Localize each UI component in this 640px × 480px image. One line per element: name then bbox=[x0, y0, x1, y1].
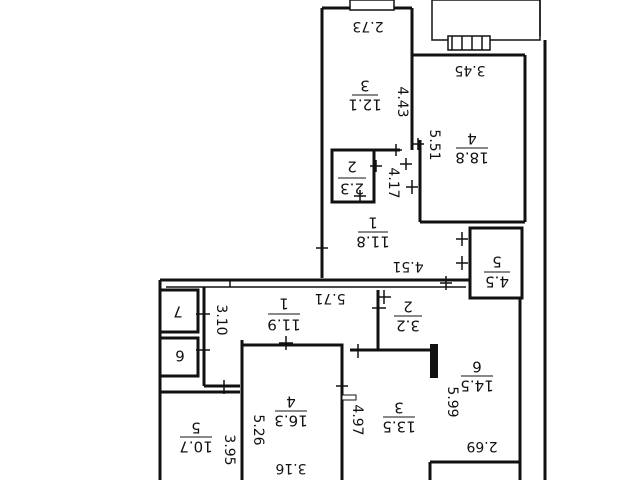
dimension-label: 3.16 bbox=[275, 460, 306, 476]
room-area: 12.1 bbox=[348, 96, 381, 114]
dimension-label: 5.26 bbox=[250, 414, 266, 445]
room-area: 14.5 bbox=[460, 377, 493, 395]
room-area: 2.3 bbox=[340, 180, 364, 198]
room-area: 13.5 bbox=[382, 418, 415, 436]
room-area: 11.9 bbox=[267, 316, 300, 334]
dimension-label: 3.10 bbox=[213, 304, 229, 335]
dimension-label: 5.99 bbox=[444, 386, 460, 417]
room-label-r4-top: 18.8 4 bbox=[455, 130, 488, 167]
room-area: 10.7 bbox=[179, 438, 212, 456]
room-label-r3-top: 12.1 3 bbox=[348, 77, 381, 114]
door-markers bbox=[196, 138, 468, 401]
room-label-r5-bot: 10.7 5 bbox=[179, 419, 212, 456]
room-label-r6-big: 14.5 6 bbox=[460, 358, 493, 395]
room-number: 2 bbox=[403, 298, 413, 316]
room-area: 4.5 bbox=[485, 273, 509, 291]
room-area: 18.8 bbox=[455, 149, 488, 167]
dimension-label: 4.43 bbox=[394, 86, 410, 117]
dimension-label: 5.51 bbox=[426, 129, 442, 160]
room-label-r6: 6 bbox=[175, 347, 185, 365]
room-number: 1 bbox=[279, 295, 289, 313]
room-number: 5 bbox=[191, 419, 201, 437]
room-label-r1-top: 11.8 1 bbox=[356, 214, 389, 251]
room-number: 6 bbox=[472, 358, 482, 376]
room-number: 3 bbox=[394, 399, 404, 417]
room-labels: 12.1 3 18.8 4 2.3 2 11.8 1 4.5 5 bbox=[173, 77, 510, 456]
room-number: 1 bbox=[368, 214, 378, 232]
room-label-r2-small: 2.3 2 bbox=[338, 158, 366, 198]
room-label-r1-mid: 11.9 1 bbox=[267, 295, 300, 334]
dimension-label: 5.71 bbox=[314, 290, 345, 306]
dimension-label: 3.45 bbox=[454, 62, 485, 78]
room-area: 16.3 bbox=[274, 412, 307, 430]
room-label-r4-bot: 16.3 4 bbox=[274, 393, 307, 430]
room-area: 3.2 bbox=[396, 317, 420, 335]
room-number: 5 bbox=[492, 253, 502, 271]
room-label-r5-right: 4.5 5 bbox=[484, 253, 510, 291]
dimension-label: 2.73 bbox=[352, 18, 383, 34]
room-number: 7 bbox=[173, 303, 183, 321]
room-number: 6 bbox=[175, 347, 185, 365]
room-number: 2 bbox=[347, 158, 357, 176]
dimension-label: 4.51 bbox=[392, 258, 423, 274]
walls bbox=[158, 0, 547, 480]
room-label-r7: 7 bbox=[173, 303, 183, 321]
dimension-label: 4.97 bbox=[349, 404, 365, 435]
room-number: 4 bbox=[467, 130, 477, 148]
room-label-r2-mid: 3.2 2 bbox=[394, 298, 422, 335]
room-number: 4 bbox=[286, 393, 296, 411]
dimension-labels: 2.73 3.45 4.43 5.51 4.17 4.51 5.71 3.10 … bbox=[213, 18, 498, 476]
room-area: 11.8 bbox=[356, 233, 389, 251]
room-number: 3 bbox=[360, 77, 370, 95]
dimension-label: 2.69 bbox=[466, 438, 497, 454]
dimension-label: 4.17 bbox=[385, 167, 401, 198]
room-label-r3-bot: 13.5 3 bbox=[382, 399, 415, 436]
dimension-label: 3.95 bbox=[221, 434, 237, 465]
